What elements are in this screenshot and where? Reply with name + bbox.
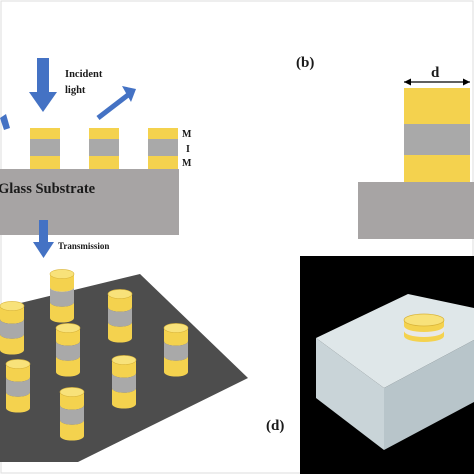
nanodisk: [403, 313, 445, 342]
mim-pillar: [148, 128, 178, 169]
panel-b: (b) d: [296, 55, 474, 239]
dimension-label-d: d: [431, 65, 440, 81]
reflected-arrow: [96, 86, 136, 120]
cylinder: [107, 289, 133, 343]
transmission-label: Transmission: [58, 241, 109, 251]
block-right-face: [384, 340, 474, 450]
cylinder-array: [0, 269, 189, 441]
layer-label-i: I: [186, 144, 190, 155]
mim-pillar: [89, 128, 119, 169]
substrate-detail: [358, 182, 474, 239]
incident-label-line1: Incident: [65, 69, 103, 80]
cylinder: [5, 359, 31, 413]
left-reflected-arrow: [0, 114, 10, 130]
transmission-arrow: [33, 220, 54, 258]
glass-substrate: [0, 169, 179, 235]
substrate-label: Glass Substrate: [0, 181, 96, 197]
panel-a: Incident light M I M Glass Substrate: [0, 58, 192, 258]
mim-pillar-detail: [404, 88, 470, 182]
cylinder: [49, 269, 75, 323]
mim-pillar: [30, 128, 60, 169]
layer-label-m-top: M: [182, 129, 192, 140]
cylinder: [111, 355, 137, 409]
block-front-face: [316, 338, 384, 450]
panel-d: (d): [266, 256, 474, 474]
incident-label-line2: light: [65, 85, 86, 96]
panel-b-tag: (b): [296, 55, 314, 71]
cylinder: [55, 323, 81, 377]
panel-c: [0, 269, 248, 462]
cylinder: [163, 323, 189, 377]
cylinder: [59, 387, 85, 441]
layer-label-m-bottom: M: [182, 158, 192, 169]
incident-arrow: [29, 58, 57, 112]
cylinder: [0, 301, 25, 355]
panel-d-tag: (d): [266, 418, 284, 434]
